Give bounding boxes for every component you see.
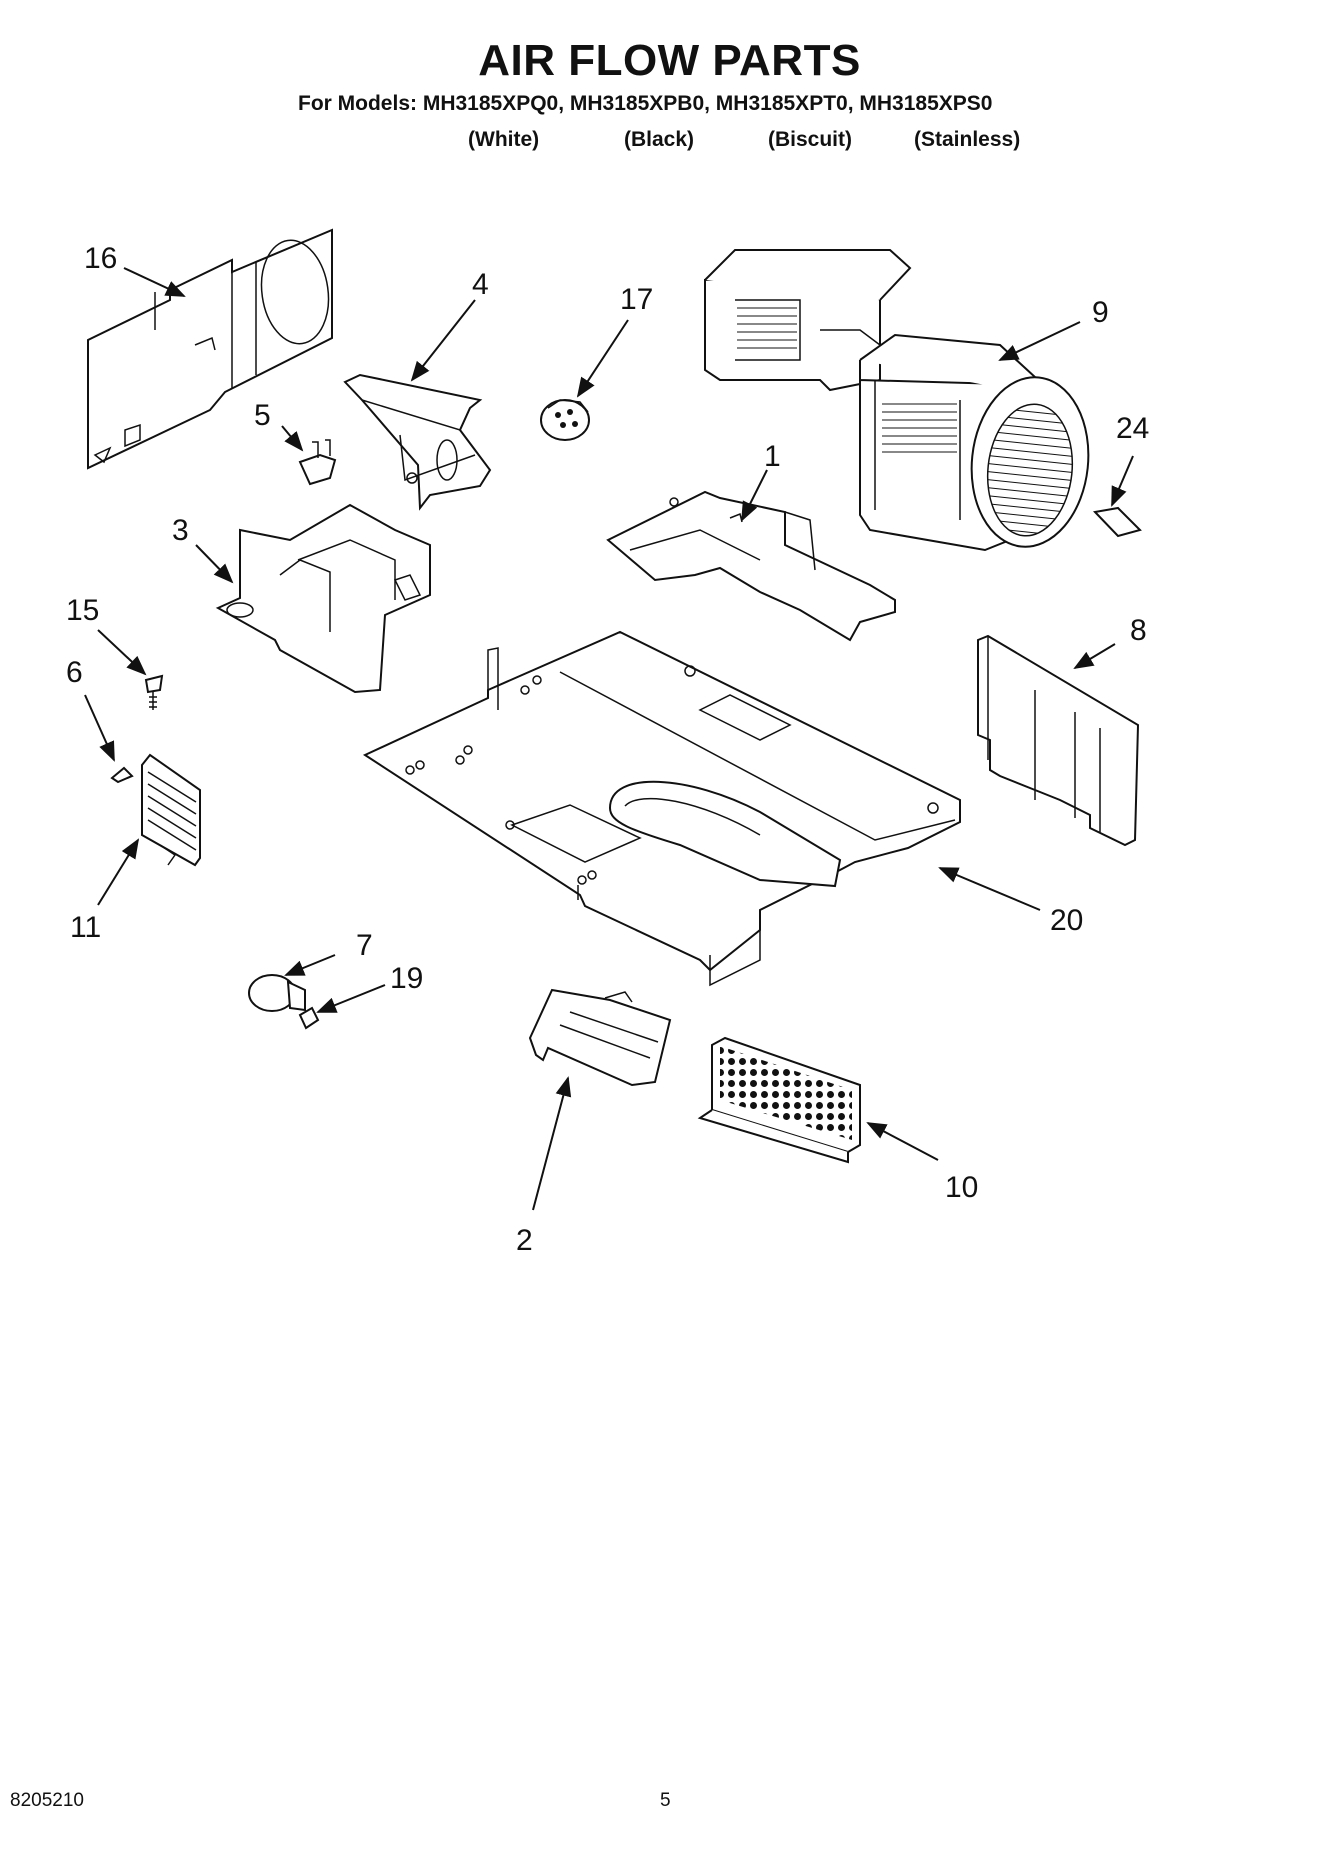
callout-2: 2	[516, 1224, 533, 1257]
part-5-thermal-cutout	[298, 439, 337, 486]
document-number: 8205210	[10, 1790, 84, 1811]
part-11-grille	[141, 753, 201, 867]
callout-20: 20	[1050, 904, 1083, 937]
models-line: For Models: MH3185XPQ0, MH3185XPB0, MH31…	[298, 92, 993, 115]
callout-3: 3	[172, 514, 189, 547]
callout-11: 11	[70, 911, 101, 944]
callout-15: 15	[66, 594, 99, 627]
leader-lines	[84, 267, 1134, 1211]
part-6-tab	[110, 766, 134, 784]
finish-white: (White)	[468, 128, 540, 151]
part-19-socket	[298, 1006, 320, 1030]
callout-19: 19	[390, 962, 423, 995]
part-4-bracket	[343, 373, 492, 511]
callout-10: 10	[945, 1171, 978, 1204]
page-title: AIR FLOW PARTS	[478, 36, 861, 85]
part-16-air-guide	[87, 228, 333, 470]
callout-9: 9	[1092, 296, 1109, 329]
part-17-thermal-switch	[540, 399, 590, 441]
finish-black: (Black)	[624, 128, 695, 151]
part-1-vent-duct	[606, 490, 896, 642]
callout-1: 1	[764, 440, 781, 473]
part-8-panel	[977, 634, 1140, 847]
part-20-main-plate	[362, 630, 961, 987]
finish-stainless: (Stainless)	[914, 128, 1021, 151]
part-9-blower	[704, 249, 1090, 552]
part-7-bulb	[248, 974, 306, 1012]
callout-5: 5	[254, 399, 271, 432]
callout-16: 16	[84, 242, 117, 275]
part-2-lamp-cover	[528, 988, 672, 1087]
callout-6: 6	[66, 656, 83, 689]
callout-7: 7	[356, 929, 373, 962]
part-24-clip	[1092, 506, 1142, 538]
finish-biscuit: (Biscuit)	[768, 128, 852, 151]
page-number: 5	[660, 1790, 671, 1811]
part-10-filter	[697, 1036, 861, 1164]
callout-24: 24	[1116, 412, 1149, 445]
callout-8: 8	[1130, 614, 1147, 647]
part-3-duct	[215, 503, 431, 694]
callout-4: 4	[472, 268, 489, 301]
part-15-screw	[144, 674, 164, 710]
callout-17: 17	[620, 283, 653, 316]
